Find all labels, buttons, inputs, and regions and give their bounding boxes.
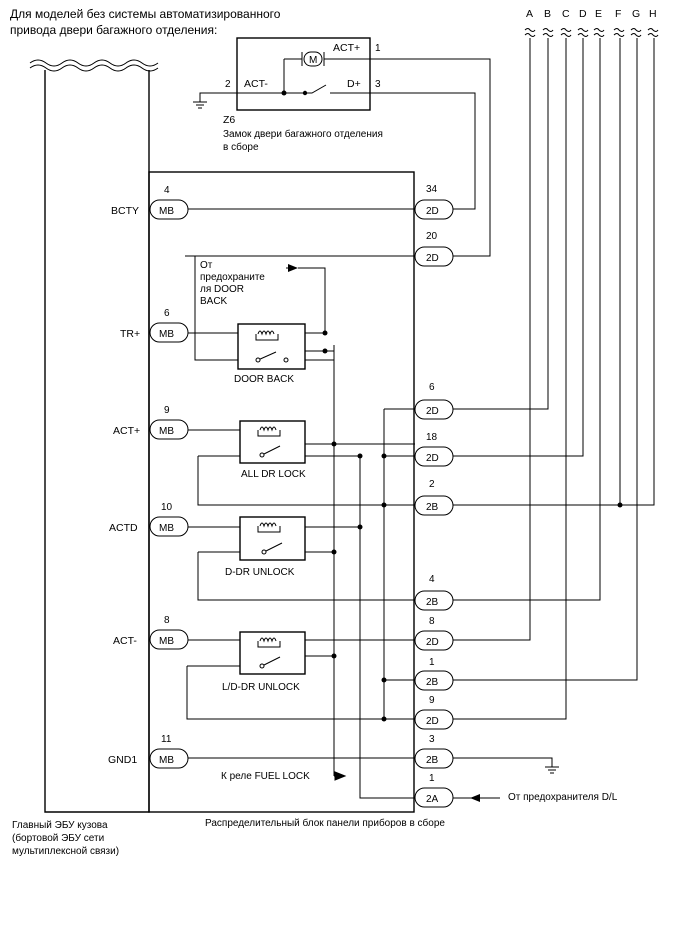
from-fuse-line-3: ля DOOR	[200, 284, 244, 295]
relay-name-all-dr-lock: ALL DR LOCK	[241, 469, 306, 480]
rc-conn-6: 2D	[426, 406, 439, 417]
lock-act-minus-label: ACT-	[244, 78, 268, 90]
signal-connector-act-minus: MB	[159, 636, 174, 647]
signal-connector-gnd1: MB	[159, 755, 174, 766]
from-fuse-line-1: От	[200, 260, 213, 271]
rc-pin-2: 2	[429, 479, 435, 490]
rc-pin-20: 20	[426, 231, 438, 242]
signal-connector-bcty: MB	[159, 206, 174, 217]
lock-name-line-1: Замок двери багажного отделения	[223, 128, 383, 140]
ecu-label-line-1: Главный ЭБУ кузова	[12, 820, 108, 831]
wire-letter-b: B	[544, 8, 551, 20]
rc-conn-8: 2D	[426, 637, 439, 648]
signal-label-act-plus: ACT+	[113, 425, 140, 437]
signal-label-gnd1: GND1	[108, 754, 137, 766]
signal-connector-tr-plus: MB	[159, 329, 174, 340]
wire-letter-f: F	[615, 8, 621, 20]
relay-all-dr-lock	[239, 420, 306, 464]
back-door-lock-assembly: M	[236, 37, 371, 111]
header-line-2: привода двери багажного отделения:	[10, 23, 217, 37]
relay-name-ld-dr-unlock: L/D-DR UNLOCK	[222, 682, 300, 693]
from-dl-fuse-label: От предохранителя D/L	[508, 792, 618, 803]
rc-pin-8: 8	[429, 616, 435, 627]
header-line-1: Для моделей без системы автоматизированн…	[10, 7, 281, 21]
dl-fuse-input	[453, 794, 500, 802]
junction-dots	[322, 330, 623, 722]
lock-wires	[370, 58, 491, 257]
relay-door-back	[237, 323, 306, 370]
wire-letter-g: G	[632, 8, 640, 20]
rc-pin-6: 6	[429, 382, 435, 393]
wire-letter-a: A	[526, 8, 533, 20]
rc-pin-1-2a: 1	[429, 773, 435, 784]
lock-act-plus-label: ACT+	[333, 42, 360, 54]
relay-name-door-back: DOOR BACK	[234, 374, 294, 385]
wire-letter-d: D	[579, 8, 587, 20]
ecu-label-line-3: мультиплексной связи)	[12, 846, 119, 857]
wires-a-to-h	[453, 38, 655, 720]
motor-symbol: M	[309, 55, 317, 66]
from-fuse-line-2: предохрани­те	[200, 272, 265, 283]
lock-d-plus-label: D+	[347, 78, 361, 90]
rc-pin-18: 18	[426, 432, 438, 443]
signal-label-bcty: BCTY	[111, 205, 139, 217]
signal-pin-bcty: 4	[164, 185, 170, 196]
rc-pin-3: 3	[429, 734, 435, 745]
wire-break-marks	[524, 28, 659, 37]
to-fuel-lock-label: К реле FUEL LOCK	[221, 771, 310, 782]
relay-ld-dr-unlock	[239, 631, 306, 675]
wire-letter-e: E	[595, 8, 602, 20]
lock-code: Z6	[223, 114, 235, 126]
lock-pin-3: 3	[375, 79, 381, 90]
rc-conn-4: 2B	[426, 597, 439, 608]
signal-pin-act-plus: 9	[164, 405, 170, 416]
rc-pin-4: 4	[429, 574, 435, 585]
signal-label-act-minus: ACT-	[113, 635, 137, 647]
signal-label-tr-plus: TR+	[120, 328, 140, 340]
rc-conn-20: 2D	[426, 253, 439, 264]
relay-name-d-dr-unlock: D-DR UNLOCK	[225, 567, 295, 578]
from-fuse-line-4: BACK	[200, 296, 228, 307]
rc-conn-9: 2D	[426, 716, 439, 727]
junction-block-frame	[148, 171, 415, 813]
signal-pin-act-minus: 8	[164, 615, 170, 626]
rc-conn-1-2a: 2A	[426, 794, 439, 805]
lock-name-line-2: в сборе	[223, 141, 259, 153]
rc-pin-1-2b: 1	[429, 657, 435, 668]
wire-letters: A B C D E F G H	[526, 8, 657, 20]
left-signals: BCTY 4 MB TR+ 6 MB ACT+ 9 MB ACTD 10 MB …	[108, 185, 189, 769]
relay-d-dr-unlock	[239, 516, 306, 561]
wire-letter-c: C	[562, 8, 570, 20]
lock-pin-2: 2	[225, 79, 231, 90]
signal-connector-actd: MB	[159, 523, 174, 534]
junction-block-label: Распределительный блок панели приборов в…	[205, 817, 445, 829]
signal-pin-tr-plus: 6	[164, 308, 170, 319]
ecu-label-line-2: (бортовой ЭБУ сети	[12, 832, 104, 844]
rc-conn-18: 2D	[426, 453, 439, 464]
rc-conn-3: 2B	[426, 755, 439, 766]
right-connectors: 34 2D 20 2D 6 2D 18 2D 2 2B 4 2B 8 2D 1 …	[414, 184, 454, 808]
rc-pin-34: 34	[426, 184, 438, 195]
rc-conn-2: 2B	[426, 502, 439, 513]
internal-wiring	[185, 255, 415, 799]
signal-pin-actd: 10	[161, 502, 173, 513]
lock-ground-symbol	[193, 92, 237, 109]
rc-pin-9: 9	[429, 695, 435, 706]
ground-symbol-right	[453, 757, 559, 774]
signal-label-actd: ACTD	[109, 522, 138, 534]
signal-pin-gnd1: 11	[161, 734, 172, 745]
wire-letter-h: H	[649, 8, 657, 20]
rc-conn-34: 2D	[426, 206, 439, 217]
lock-pin-1: 1	[375, 43, 381, 54]
signal-connector-act-plus: MB	[159, 426, 174, 437]
rc-conn-1-2b: 2B	[426, 677, 439, 688]
